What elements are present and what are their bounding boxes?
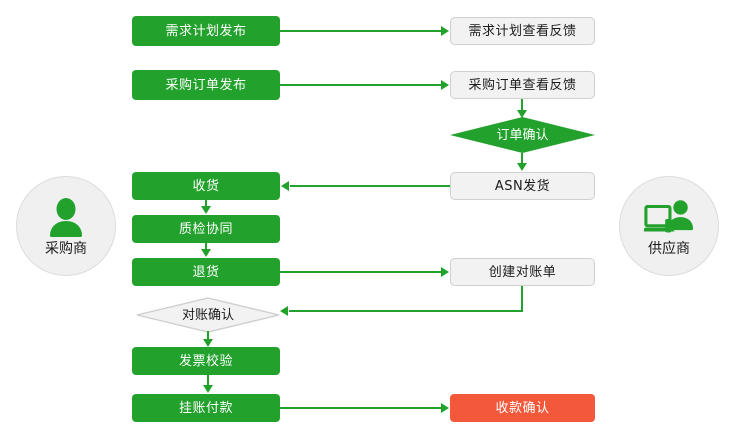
arrow-payment-to-receipt-confirm — [441, 403, 449, 413]
connector-return-to-statement — [280, 271, 442, 273]
connector-statement-to-reconcile — [289, 310, 523, 312]
arrow-invoice-to-payment — [203, 385, 213, 393]
connector-asn-to-receipt — [290, 185, 450, 187]
arrow-purchase-order — [441, 80, 449, 90]
connector-quality-to-return — [205, 243, 207, 250]
diamond-shape — [450, 117, 595, 153]
node-create-statement[interactable]: 创建对账单 — [450, 258, 595, 286]
node-purchase-order-feedback[interactable]: 采购订单查看反馈 — [450, 71, 595, 99]
node-demand-plan-feedback[interactable]: 需求计划查看反馈 — [450, 17, 595, 45]
actor-supplier[interactable]: 供应商 — [619, 176, 719, 276]
connector-receipt-to-quality — [205, 200, 207, 207]
actor-buyer-label: 采购商 — [45, 240, 87, 257]
arrow-receipt-to-quality — [201, 206, 211, 214]
node-order-confirm-label: 订单确认 — [496, 127, 549, 143]
node-purchase-order-publish[interactable]: 采购订单发布 — [132, 70, 280, 100]
connector-order-confirm-to-asn — [521, 153, 523, 164]
connector-invoice-to-payment — [207, 375, 209, 386]
node-quality-inspection[interactable]: 质检协同 — [132, 215, 280, 243]
node-demand-plan-publish[interactable]: 需求计划发布 — [132, 16, 280, 46]
connector-purchase-order — [280, 84, 442, 86]
connector-payment-to-receipt-confirm — [280, 407, 442, 409]
node-payable-payment[interactable]: 挂账付款 — [132, 394, 280, 422]
node-return-goods[interactable]: 退货 — [132, 258, 280, 286]
node-reconciliation-confirm-label: 对账确认 — [181, 307, 234, 323]
arrow-order-confirm-to-asn — [517, 163, 527, 171]
node-asn-shipment[interactable]: ASN发货 — [450, 172, 595, 200]
connector-feedback-to-order-confirm — [521, 99, 523, 111]
node-reconciliation-confirm[interactable]: 对账确认 — [136, 297, 280, 333]
person-at-computer-icon — [644, 199, 694, 232]
actor-buyer[interactable]: 采购商 — [16, 176, 116, 276]
arrow-feedback-to-order-confirm — [517, 110, 527, 118]
arrow-return-to-statement — [441, 267, 449, 277]
connector-reconcile-to-invoice — [207, 331, 209, 340]
node-receipt-confirm[interactable]: 收款确认 — [450, 394, 595, 422]
arrow-reconcile-to-invoice — [203, 339, 213, 347]
connector-demand-plan — [280, 30, 442, 32]
arrow-quality-to-return — [201, 249, 211, 257]
arrow-asn-to-receipt — [281, 181, 289, 191]
node-order-confirm[interactable]: 订单确认 — [450, 117, 595, 153]
actor-supplier-label: 供应商 — [648, 240, 690, 257]
arrow-demand-plan — [441, 26, 449, 36]
person-icon — [50, 197, 82, 237]
connector-statement-down — [521, 286, 523, 312]
node-invoice-verification[interactable]: 发票校验 — [132, 347, 280, 375]
arrow-statement-to-reconcile — [280, 306, 288, 316]
node-goods-receipt[interactable]: 收货 — [132, 172, 280, 200]
